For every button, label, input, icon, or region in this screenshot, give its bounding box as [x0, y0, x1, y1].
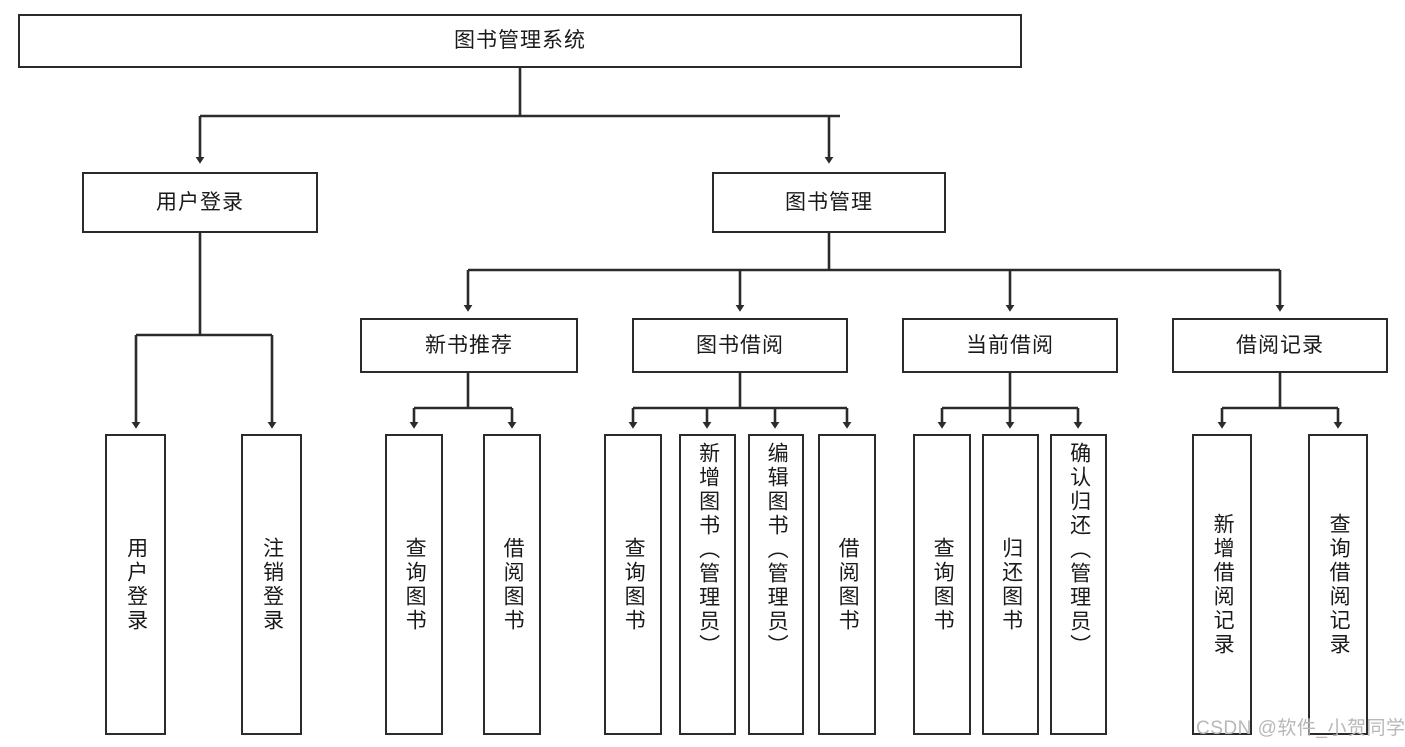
- leaf-user-login-login[interactable]: 用户登录: [105, 434, 166, 735]
- leaf-new-book-query-book[interactable]: 查询图书: [385, 434, 443, 735]
- leaf-book-borrow-borrow-book[interactable]: 借阅图书: [818, 434, 876, 735]
- leaf-new-book-borrow-book[interactable]: 借阅图书: [483, 434, 541, 735]
- node-label: 图书管理: [785, 190, 873, 214]
- node-label: 确认归还（管理员）: [1067, 442, 1091, 658]
- node-label: 借阅图书: [836, 536, 860, 633]
- node-borrow-record[interactable]: 借阅记录: [1172, 318, 1388, 373]
- node-label: 当前借阅: [966, 333, 1054, 357]
- node-label: 查询借阅记录: [1327, 512, 1351, 657]
- node-label: 新书推荐: [425, 333, 513, 357]
- node-label: 新增图书（管理员）: [696, 442, 720, 658]
- node-book-management[interactable]: 图书管理: [712, 172, 946, 233]
- node-label: 查询图书: [931, 536, 955, 633]
- leaf-book-borrow-add-book-admin[interactable]: 新增图书（管理员）: [679, 434, 736, 735]
- node-label: 查询图书: [403, 536, 427, 633]
- leaf-borrow-record-add-record[interactable]: 新增借阅记录: [1192, 434, 1252, 735]
- node-label: 注销登录: [260, 536, 284, 633]
- node-current-borrow[interactable]: 当前借阅: [902, 318, 1118, 373]
- node-label: 归还图书: [999, 536, 1023, 633]
- node-label: 图书管理系统: [454, 29, 586, 53]
- leaf-borrow-record-query-record[interactable]: 查询借阅记录: [1308, 434, 1368, 735]
- leaf-current-borrow-query-book[interactable]: 查询图书: [913, 434, 971, 735]
- leaf-current-borrow-confirm-return-admin[interactable]: 确认归还（管理员）: [1050, 434, 1107, 735]
- leaf-user-login-logout[interactable]: 注销登录: [241, 434, 302, 735]
- node-new-book-recommendation[interactable]: 新书推荐: [360, 318, 578, 373]
- node-book-borrow[interactable]: 图书借阅: [632, 318, 848, 373]
- node-label: 用户登录: [124, 536, 148, 633]
- node-label: 用户登录: [156, 190, 244, 214]
- node-label: 借阅图书: [501, 536, 525, 633]
- node-label: 图书借阅: [696, 333, 784, 357]
- leaf-book-borrow-query-book[interactable]: 查询图书: [604, 434, 662, 735]
- node-label: 编辑图书（管理员）: [765, 442, 789, 658]
- node-label: 借阅记录: [1236, 333, 1324, 357]
- node-label: 查询图书: [622, 536, 646, 633]
- leaf-current-borrow-return-book[interactable]: 归还图书: [982, 434, 1039, 735]
- leaf-book-borrow-edit-book-admin[interactable]: 编辑图书（管理员）: [748, 434, 804, 735]
- node-label: 新增借阅记录: [1211, 512, 1235, 657]
- node-user-login[interactable]: 用户登录: [82, 172, 318, 233]
- node-root-book-management-system[interactable]: 图书管理系统: [18, 14, 1022, 68]
